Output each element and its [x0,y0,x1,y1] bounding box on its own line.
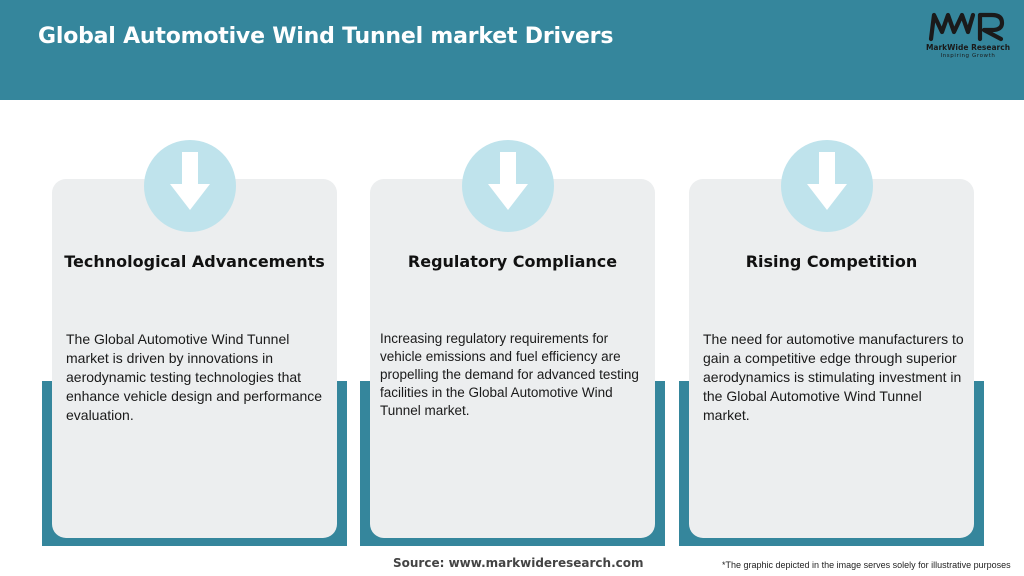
icon-circle [462,140,554,232]
card-description: The Global Automotive Wind Tunnel market… [66,331,323,423]
card-body [689,179,974,538]
card-heading: Technological Advancements [64,252,325,271]
card-description: Increasing regulatory requirements for v… [380,331,639,418]
down-arrow-icon [488,152,528,210]
card-body [52,179,337,538]
header-banner: Global Automotive Wind Tunnel market Dri… [0,0,1024,100]
company-logo: MarkWide Research Inspiring Growth [922,10,1014,60]
driver-card-rising-competition: Rising Competition The need for automoti… [679,140,984,550]
page-title: Global Automotive Wind Tunnel market Dri… [38,24,614,49]
down-arrow-icon [807,152,847,210]
card-heading: Regulatory Compliance [407,252,618,271]
logo-tagline: Inspiring Growth [940,53,996,59]
down-arrow-icon [170,152,210,210]
source-citation: Source: www.markwideresearch.com [393,556,644,570]
card-heading: Rising Competition [745,252,918,271]
driver-card-technological-advancements: Technological Advancements The Global Au… [42,140,347,550]
disclaimer-note: *The graphic depicted in the image serve… [722,560,1011,570]
driver-card-regulatory-compliance: Regulatory Compliance Increasing regulat… [360,140,665,550]
logo-name: MarkWide Research [925,43,1011,52]
icon-circle [144,140,236,232]
icon-circle [781,140,873,232]
card-body [370,179,655,538]
card-description: The need for automotive manufacturers to… [703,331,964,423]
mwr-logo-mark [928,12,1005,42]
